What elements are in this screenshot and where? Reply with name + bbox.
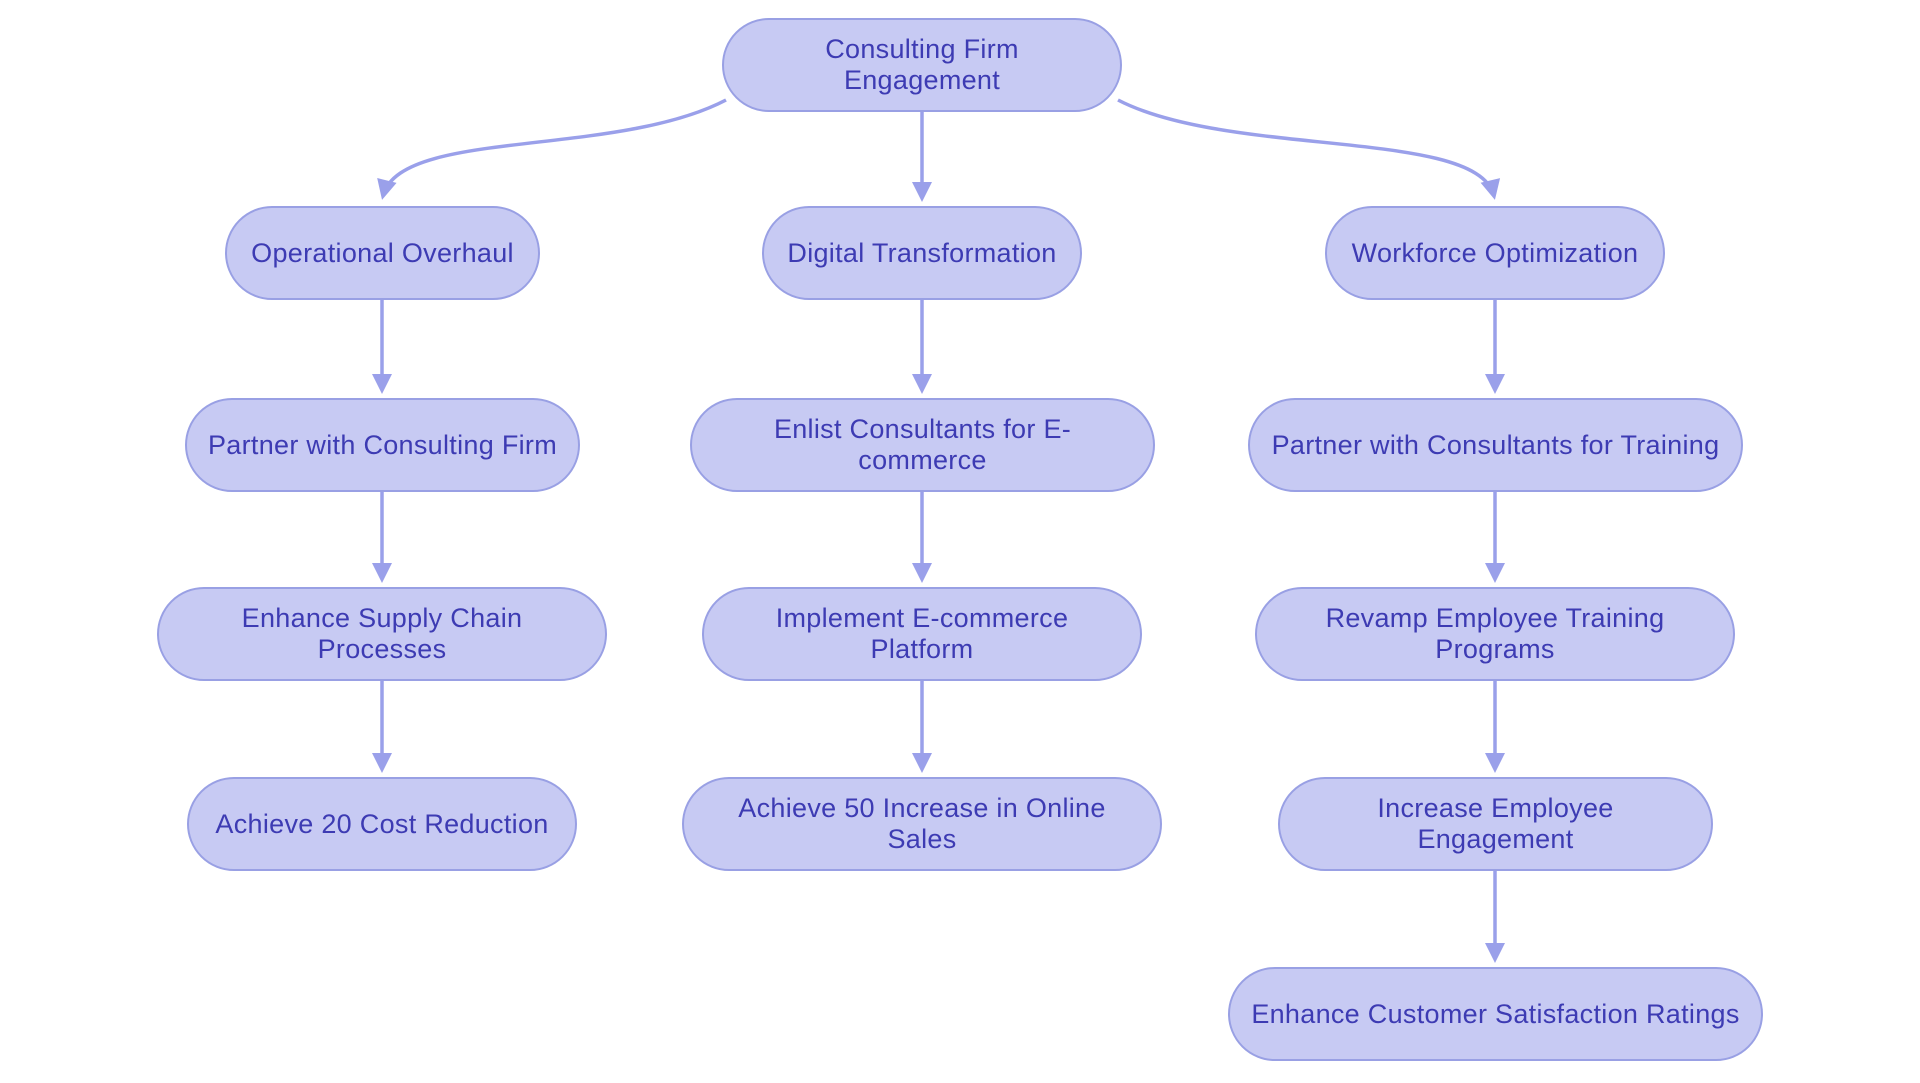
flow-node-operational-overhaul: Operational Overhaul [225, 206, 540, 300]
flow-node-partner-consultants-training: Partner with Consultants for Training [1248, 398, 1743, 492]
flow-node-achieve-20-cost-reduction: Achieve 20 Cost Reduction [187, 777, 577, 871]
flow-node-achieve-50-online-sales: Achieve 50 Increase in Online Sales [682, 777, 1162, 871]
flow-node-enlist-consultants-ecommerce: Enlist Consultants for E-commerce [690, 398, 1155, 492]
flow-node-partner-with-consulting-firm: Partner with Consulting Firm [185, 398, 580, 492]
edge-root-to-workforce-optimization [1117, 98, 1501, 200]
flow-node-consulting-firm-engagement: Consulting Firm Engagement [722, 18, 1122, 112]
flow-node-workforce-optimization: Workforce Optimization [1325, 206, 1665, 300]
flow-node-enhance-supply-chain: Enhance Supply Chain Processes [157, 587, 607, 681]
flow-node-digital-transformation: Digital Transformation [762, 206, 1082, 300]
flow-node-revamp-training-programs: Revamp Employee Training Programs [1255, 587, 1735, 681]
flow-node-increase-employee-engagement: Increase Employee Engagement [1278, 777, 1713, 871]
flow-node-enhance-customer-satisfaction: Enhance Customer Satisfaction Ratings [1228, 967, 1763, 1061]
edge-root-to-operational-overhaul [377, 98, 727, 200]
flow-node-implement-ecommerce-platform: Implement E-commerce Platform [702, 587, 1142, 681]
